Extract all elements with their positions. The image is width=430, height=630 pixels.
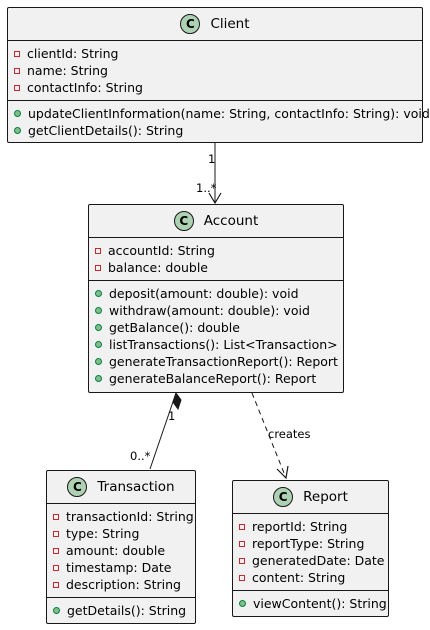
private-visibility-icon (239, 523, 245, 530)
method-row: withdraw(amount: double): void (89, 302, 343, 319)
client-account-target-multiplicity: 1..* (196, 181, 217, 195)
account-transaction-source-multiplicity: 1 (168, 409, 175, 423)
class-account[interactable]: C Account accountId: String balance: dou… (88, 204, 344, 393)
private-visibility-icon (14, 84, 20, 91)
class-badge-icon: C (173, 211, 194, 231)
dependency-arrowhead (276, 465, 289, 480)
class-transaction-header: C Transaction (47, 471, 195, 504)
attribute-row: type: String (47, 525, 195, 542)
private-visibility-icon (53, 581, 59, 588)
class-report-name: Report (303, 489, 348, 505)
attribute-row: content: String (233, 569, 388, 586)
public-visibility-icon (14, 110, 21, 117)
client-account-source-multiplicity: 1 (208, 152, 215, 166)
method-row: getBalance(): double (89, 319, 343, 336)
public-visibility-icon (95, 358, 102, 365)
private-visibility-icon (14, 50, 20, 57)
class-client-methods: updateClientInformation(name: String, co… (8, 100, 430, 143)
class-account-name: Account (203, 213, 259, 229)
private-visibility-icon (95, 264, 101, 271)
class-badge-icon: C (67, 477, 88, 497)
composition-diamond (172, 391, 182, 411)
attribute-row: accountId: String (89, 242, 343, 259)
private-visibility-icon (239, 557, 245, 564)
private-visibility-icon (53, 530, 59, 537)
class-client[interactable]: C Client clientId: String name: String c… (7, 7, 430, 143)
class-account-header: C Account (89, 205, 343, 238)
attribute-row: balance: double (89, 259, 343, 276)
account-report-label: creates (268, 427, 311, 441)
public-visibility-icon (95, 375, 102, 382)
class-report[interactable]: C Report reportId: String reportType: St… (232, 480, 389, 617)
class-client-attributes: clientId: String name: String contactInf… (8, 41, 422, 100)
method-row: deposit(amount: double): void (89, 285, 343, 302)
class-report-header: C Report (233, 481, 388, 514)
client-account-arrowhead (208, 192, 222, 205)
attribute-row: name: String (8, 62, 422, 79)
attribute-row: transactionId: String (47, 508, 195, 525)
method-row: viewContent(): String (233, 595, 388, 612)
public-visibility-icon (53, 607, 60, 614)
method-row: getDetails(): String (47, 602, 195, 619)
public-visibility-icon (14, 127, 21, 134)
attribute-row: reportType: String (233, 535, 388, 552)
attribute-row: clientId: String (8, 45, 422, 62)
method-row: getClientDetails(): String (8, 122, 422, 139)
class-badge-icon: C (273, 487, 294, 507)
class-transaction-attributes: transactionId: String type: String amoun… (47, 504, 195, 597)
public-visibility-icon (95, 307, 102, 314)
method-row: generateTransactionReport(): Report (89, 353, 343, 370)
public-visibility-icon (239, 600, 246, 607)
class-transaction[interactable]: C Transaction transactionId: String type… (46, 470, 196, 624)
method-row: listTransactions(): List<Transaction> (89, 336, 343, 353)
method-row: updateClientInformation(name: String, co… (8, 105, 430, 122)
method-row: generateBalanceReport(): Report (89, 370, 343, 387)
attribute-row: amount: double (47, 542, 195, 559)
private-visibility-icon (239, 574, 245, 581)
account-transaction-target-multiplicity: 0..* (130, 449, 151, 463)
private-visibility-icon (239, 540, 245, 547)
private-visibility-icon (53, 547, 59, 554)
class-account-methods: deposit(amount: double): void withdraw(a… (89, 280, 343, 391)
class-badge-icon: C (180, 14, 201, 34)
class-report-methods: viewContent(): String (233, 590, 388, 616)
attribute-row: reportId: String (233, 518, 388, 535)
class-client-header: C Client (8, 8, 422, 41)
private-visibility-icon (53, 513, 59, 520)
class-client-name: Client (210, 16, 250, 32)
private-visibility-icon (14, 67, 20, 74)
class-transaction-name: Transaction (97, 479, 175, 495)
class-report-attributes: reportId: String reportType: String gene… (233, 514, 388, 590)
account-transaction-composition-line (149, 392, 177, 470)
account-report-dependency-line (251, 392, 287, 479)
attribute-row: generatedDate: Date (233, 552, 388, 569)
attribute-row: description: String (47, 576, 195, 593)
public-visibility-icon (95, 341, 102, 348)
attribute-row: timestamp: Date (47, 559, 195, 576)
attribute-row: contactInfo: String (8, 79, 422, 96)
class-account-attributes: accountId: String balance: double (89, 238, 343, 280)
public-visibility-icon (95, 290, 102, 297)
class-transaction-methods: getDetails(): String (47, 597, 195, 623)
private-visibility-icon (53, 564, 59, 571)
public-visibility-icon (95, 324, 102, 331)
private-visibility-icon (95, 247, 101, 254)
